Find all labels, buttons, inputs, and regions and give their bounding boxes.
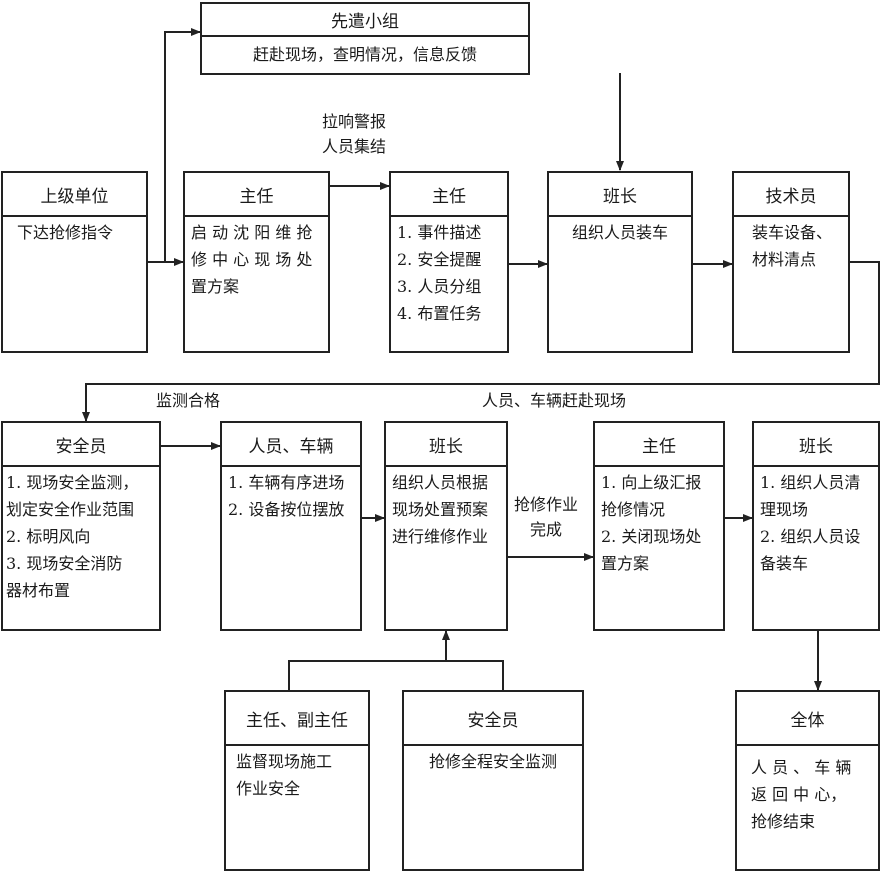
label-alarm-line-2: 人员集结 <box>322 137 387 156</box>
box-safety-officer-1-line-5: 器材布置 <box>6 581 71 600</box>
box-safety-officer-1-line-4: 3. 现场安全消防 <box>6 554 123 573</box>
box-superior-title: 上级单位 <box>3 173 146 217</box>
box-leader-3-title: 班长 <box>754 423 878 467</box>
box-director-2-line-2: 2. 安全提醒 <box>397 250 482 269</box>
arrow-superior-to-advance-team <box>164 28 201 262</box>
box-safety-officer-1-title: 安全员 <box>3 423 159 467</box>
box-director-3-line-1: 1. 向上级汇报 <box>601 473 702 492</box>
box-safety-officer-2: 安全员 抢修全程安全监测 <box>402 690 584 871</box>
box-director-3-line-2: 抢修情况 <box>601 500 666 519</box>
label-repair-done-line-1: 抢修作业 <box>514 495 579 514</box>
box-director-2-title: 主任 <box>391 173 507 217</box>
box-leader-2-line-1: 组织人员根据 <box>392 473 489 492</box>
box-leader-3: 班长 1. 组织人员清 理现场 2. 组织人员设 备装车 <box>752 421 880 631</box>
box-superior: 上级单位 下达抢修指令 <box>1 171 148 353</box>
box-director-1-line-2: 修 中 心 现 场 处 <box>191 250 313 269</box>
box-technician: 技术员 装车设备、 材料清点 <box>732 171 850 353</box>
box-everyone: 全体 人 员 、 车 辆 返 回 中 心， 抢修结束 <box>735 690 880 871</box>
box-director-1: 主任 启 动 沈 阳 维 抢 修 中 心 现 场 处 置方案 <box>183 171 330 353</box>
box-director-1-line-3: 置方案 <box>191 277 240 296</box>
box-safety-officer-1: 安全员 1. 现场安全监测， 划定安全作业范围 2. 标明风向 3. 现场安全消… <box>1 421 161 631</box>
box-director-2-line-1: 1. 事件描述 <box>397 223 482 242</box>
box-director-1-line-1: 启 动 沈 阳 维 抢 <box>191 223 313 242</box>
box-leader-2-line-2: 现场处置预案 <box>392 500 489 519</box>
box-supervisors: 主任、副主任 监督现场施工 作业安全 <box>224 690 370 871</box>
label-monitor-ok: 监测合格 <box>156 388 220 413</box>
box-leader-2-title: 班长 <box>386 423 506 467</box>
box-director-3-title: 主任 <box>595 423 723 467</box>
box-leader-3-line-4: 备装车 <box>760 554 809 573</box>
label-alarm: 拉响警报 人员集结 <box>322 109 386 159</box>
box-director-2-line-3: 3. 人员分组 <box>397 277 482 296</box>
box-leader-1-line-1: 组织人员装车 <box>571 223 668 242</box>
box-director-2: 主任 1. 事件描述 2. 安全提醒 3. 人员分组 4. 布置任务 <box>389 171 509 353</box>
box-everyone-line-2: 返 回 中 心， <box>751 785 847 804</box>
box-advance-team-title: 先遣小组 <box>202 4 528 37</box>
box-everyone-title: 全体 <box>737 692 878 746</box>
label-monitor-ok-line-1: 监测合格 <box>156 391 221 410</box>
box-leader-3-line-3: 2. 组织人员设 <box>760 527 861 546</box>
box-superior-line-1: 下达抢修指令 <box>17 223 114 242</box>
label-repair-done-line-2: 完成 <box>530 520 563 539</box>
box-supervisors-line-1: 监督现场施工 <box>236 752 333 771</box>
box-director-2-line-4: 4. 布置任务 <box>397 304 482 323</box>
box-leader-2-line-3: 进行维修作业 <box>392 527 489 546</box>
box-personnel-vehicles-line-2: 2. 设备按位摆放 <box>228 500 345 519</box>
box-safety-officer-1-line-3: 2. 标明风向 <box>6 527 91 546</box>
box-advance-team-line-1: 赶赴现场，查明情况，信息反馈 <box>252 44 477 64</box>
box-director-3: 主任 1. 向上级汇报 抢修情况 2. 关闭现场处 置方案 <box>593 421 725 631</box>
box-technician-line-2: 材料清点 <box>752 250 817 269</box>
arrow-technician-to-safety-officer1 <box>82 261 880 422</box>
box-leader-3-line-1: 1. 组织人员清 <box>760 473 861 492</box>
box-leader-3-line-2: 理现场 <box>760 500 809 519</box>
box-leader-2: 班长 组织人员根据 现场处置预案 进行维修作业 <box>384 421 508 631</box>
label-repair-done: 抢修作业 完成 <box>514 492 578 542</box>
box-director-1-title: 主任 <box>185 173 328 217</box>
box-everyone-line-1: 人 员 、 车 辆 <box>751 758 852 777</box>
box-personnel-vehicles-line-1: 1. 车辆有序进场 <box>228 473 345 492</box>
box-advance-team: 先遣小组 赶赴现场，查明情况，信息反馈 <box>200 2 530 75</box>
label-arrive: 人员、车辆赶赴现场 <box>482 388 626 413</box>
box-leader-1: 班长 组织人员装车 <box>547 171 693 353</box>
box-safety-officer-1-line-2: 划定安全作业范围 <box>6 500 135 519</box>
box-personnel-vehicles-title: 人员、车辆 <box>222 423 360 467</box>
box-everyone-line-3: 抢修结束 <box>751 812 816 831</box>
box-personnel-vehicles: 人员、车辆 1. 车辆有序进场 2. 设备按位摆放 <box>220 421 362 631</box>
box-technician-line-1: 装车设备、 <box>752 223 833 242</box>
box-supervisors-line-2: 作业安全 <box>236 779 301 798</box>
box-director-3-line-3: 2. 关闭现场处 <box>601 527 702 546</box>
box-safety-officer-2-line-1: 抢修全程安全监测 <box>428 752 557 771</box>
box-director-3-line-4: 置方案 <box>601 554 650 573</box>
label-alarm-line-1: 拉响警报 <box>322 112 387 131</box>
label-arrive-line-1: 人员、车辆赶赴现场 <box>482 391 627 410</box>
arrow-support-to-leader2 <box>288 631 504 690</box>
box-safety-officer-1-line-1: 1. 现场安全监测， <box>6 473 139 492</box>
box-leader-1-title: 班长 <box>549 173 691 217</box>
box-technician-title: 技术员 <box>734 173 848 217</box>
box-supervisors-title: 主任、副主任 <box>226 692 368 746</box>
box-safety-officer-2-title: 安全员 <box>404 692 582 746</box>
